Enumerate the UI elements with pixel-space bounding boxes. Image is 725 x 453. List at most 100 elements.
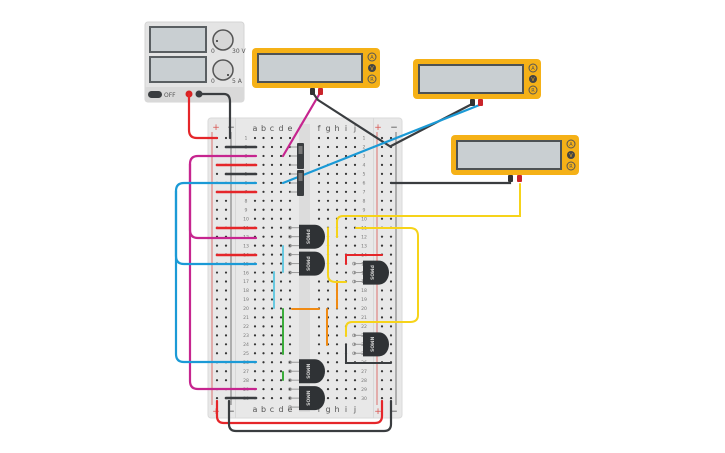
hole-c21[interactable]	[270, 316, 274, 319]
rail-hole[interactable]	[215, 271, 219, 274]
hole-d8[interactable]	[279, 199, 283, 202]
hole-c5[interactable]	[270, 172, 274, 175]
hole-c27[interactable]	[270, 370, 274, 373]
hole-g29[interactable]	[326, 388, 330, 391]
hole-h9[interactable]	[335, 208, 339, 211]
hole-b15[interactable]	[262, 262, 265, 265]
hole-f21[interactable]	[317, 316, 321, 319]
hole-e18[interactable]	[288, 289, 292, 292]
hole-d27[interactable]	[279, 370, 283, 373]
hole-c17[interactable]	[270, 280, 274, 283]
rail-hole[interactable]	[380, 199, 384, 202]
hole-b11[interactable]	[262, 226, 265, 229]
rail-hole[interactable]	[224, 289, 228, 292]
hole-c15[interactable]	[270, 262, 274, 265]
mode-a-button[interactable]	[528, 63, 538, 73]
hole-c22[interactable]	[270, 325, 274, 328]
hole-a9[interactable]	[253, 208, 257, 211]
mode-v-button[interactable]	[567, 151, 575, 159]
hole-d24[interactable]	[279, 343, 283, 346]
voltage-knob[interactable]	[212, 29, 234, 51]
hole-a10[interactable]	[253, 217, 257, 220]
hole-h6[interactable]	[335, 181, 339, 184]
hole-d25[interactable]	[279, 352, 283, 355]
hole-f18[interactable]	[317, 289, 321, 292]
hole-h25[interactable]	[335, 352, 339, 355]
hole-j13[interactable]	[353, 244, 357, 247]
hole-b13[interactable]	[262, 244, 265, 247]
multimeter-1[interactable]: A V R	[252, 48, 380, 88]
hole-d29[interactable]	[279, 388, 283, 391]
hole-j19[interactable]	[353, 298, 357, 301]
hole-i28[interactable]	[344, 379, 348, 382]
rail-hole[interactable]	[389, 370, 393, 373]
hole-j9[interactable]	[353, 208, 357, 211]
hole-j18[interactable]	[353, 289, 357, 292]
hole-d9[interactable]	[279, 208, 283, 211]
hole-h13[interactable]	[335, 244, 339, 247]
hole-d6[interactable]	[279, 181, 283, 184]
rail-hole[interactable]	[215, 208, 219, 211]
hole-i13[interactable]	[344, 244, 348, 247]
hole-c9[interactable]	[270, 208, 274, 211]
rail-hole[interactable]	[380, 172, 384, 175]
hole-i8[interactable]	[344, 199, 348, 202]
rail-hole[interactable]	[389, 208, 393, 211]
hole-d5[interactable]	[279, 172, 283, 175]
hole-j1[interactable]	[353, 136, 357, 140]
transistor-nmos[interactable]: NMOS	[288, 359, 325, 384]
hole-b7[interactable]	[262, 190, 265, 193]
current-knob[interactable]	[212, 59, 234, 81]
hole-g7[interactable]	[326, 190, 330, 193]
hole-b14[interactable]	[262, 253, 265, 256]
hole-d13[interactable]	[279, 244, 283, 247]
hole-g5[interactable]	[326, 172, 330, 175]
rail-hole[interactable]	[389, 343, 393, 346]
hole-h16[interactable]	[335, 271, 339, 274]
hole-f6[interactable]	[317, 181, 321, 184]
hole-e1[interactable]	[288, 136, 292, 140]
hole-b30[interactable]	[262, 397, 265, 400]
hole-c10[interactable]	[270, 217, 274, 220]
hole-c26[interactable]	[270, 361, 274, 364]
hole-i3[interactable]	[344, 154, 348, 158]
rail-hole[interactable]	[215, 217, 219, 220]
hole-h21[interactable]	[335, 316, 339, 319]
rail-hole[interactable]	[224, 307, 228, 310]
hole-i27[interactable]	[344, 370, 348, 373]
rail-hole[interactable]	[380, 316, 384, 319]
rail-hole[interactable]	[389, 289, 393, 292]
hole-b16[interactable]	[262, 271, 265, 274]
hole-a20[interactable]	[253, 307, 257, 310]
hole-d7[interactable]	[279, 190, 283, 193]
rail-hole[interactable]	[389, 352, 393, 355]
hole-j29[interactable]	[353, 388, 357, 391]
hole-c23[interactable]	[270, 334, 274, 337]
hole-i20[interactable]	[344, 307, 348, 310]
hole-g26[interactable]	[326, 361, 330, 364]
hole-h24[interactable]	[335, 343, 339, 346]
hole-j20[interactable]	[353, 307, 357, 310]
hole-c29[interactable]	[270, 388, 274, 391]
rail-hole[interactable]	[380, 190, 384, 193]
hole-i30[interactable]	[344, 397, 348, 400]
hole-d12[interactable]	[279, 235, 283, 238]
hole-f1[interactable]	[317, 136, 321, 140]
hole-c3[interactable]	[270, 154, 274, 158]
hole-c8[interactable]	[270, 199, 274, 202]
jumper-wires[interactable]	[215, 145, 521, 400]
hole-d14[interactable]	[279, 253, 283, 256]
rail-hole[interactable]	[389, 307, 393, 310]
hole-e10[interactable]	[288, 217, 292, 220]
hole-f23[interactable]	[317, 334, 321, 337]
hole-d17[interactable]	[279, 280, 283, 283]
rail-hole[interactable]	[380, 181, 384, 184]
mode-r-button[interactable]	[367, 74, 377, 84]
rail-hole[interactable]	[224, 316, 228, 319]
rail-hole[interactable]	[380, 145, 384, 149]
hole-d23[interactable]	[279, 334, 283, 337]
hole-j4[interactable]	[353, 163, 357, 167]
rail-hole[interactable]	[389, 316, 393, 319]
hole-e9[interactable]	[288, 208, 292, 211]
rail-hole[interactable]	[389, 172, 393, 175]
